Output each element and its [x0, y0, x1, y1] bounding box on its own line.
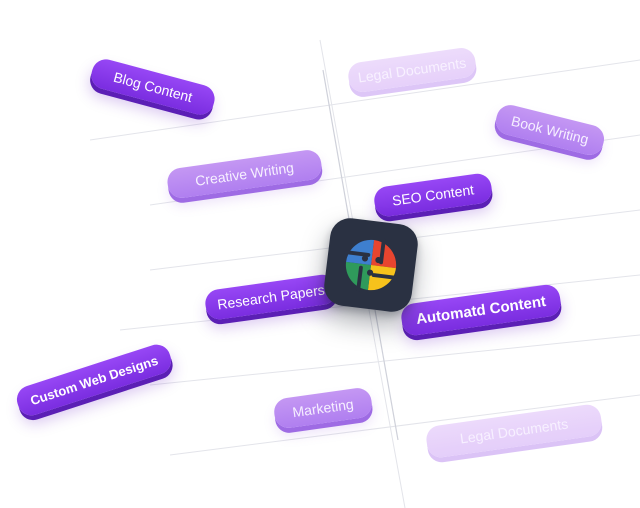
tag-label: SEO Content	[391, 181, 475, 209]
tag-label: Marketing	[291, 395, 355, 421]
colorful-pinwheel-logo-icon	[344, 238, 398, 292]
app-logo[interactable]	[321, 215, 421, 315]
